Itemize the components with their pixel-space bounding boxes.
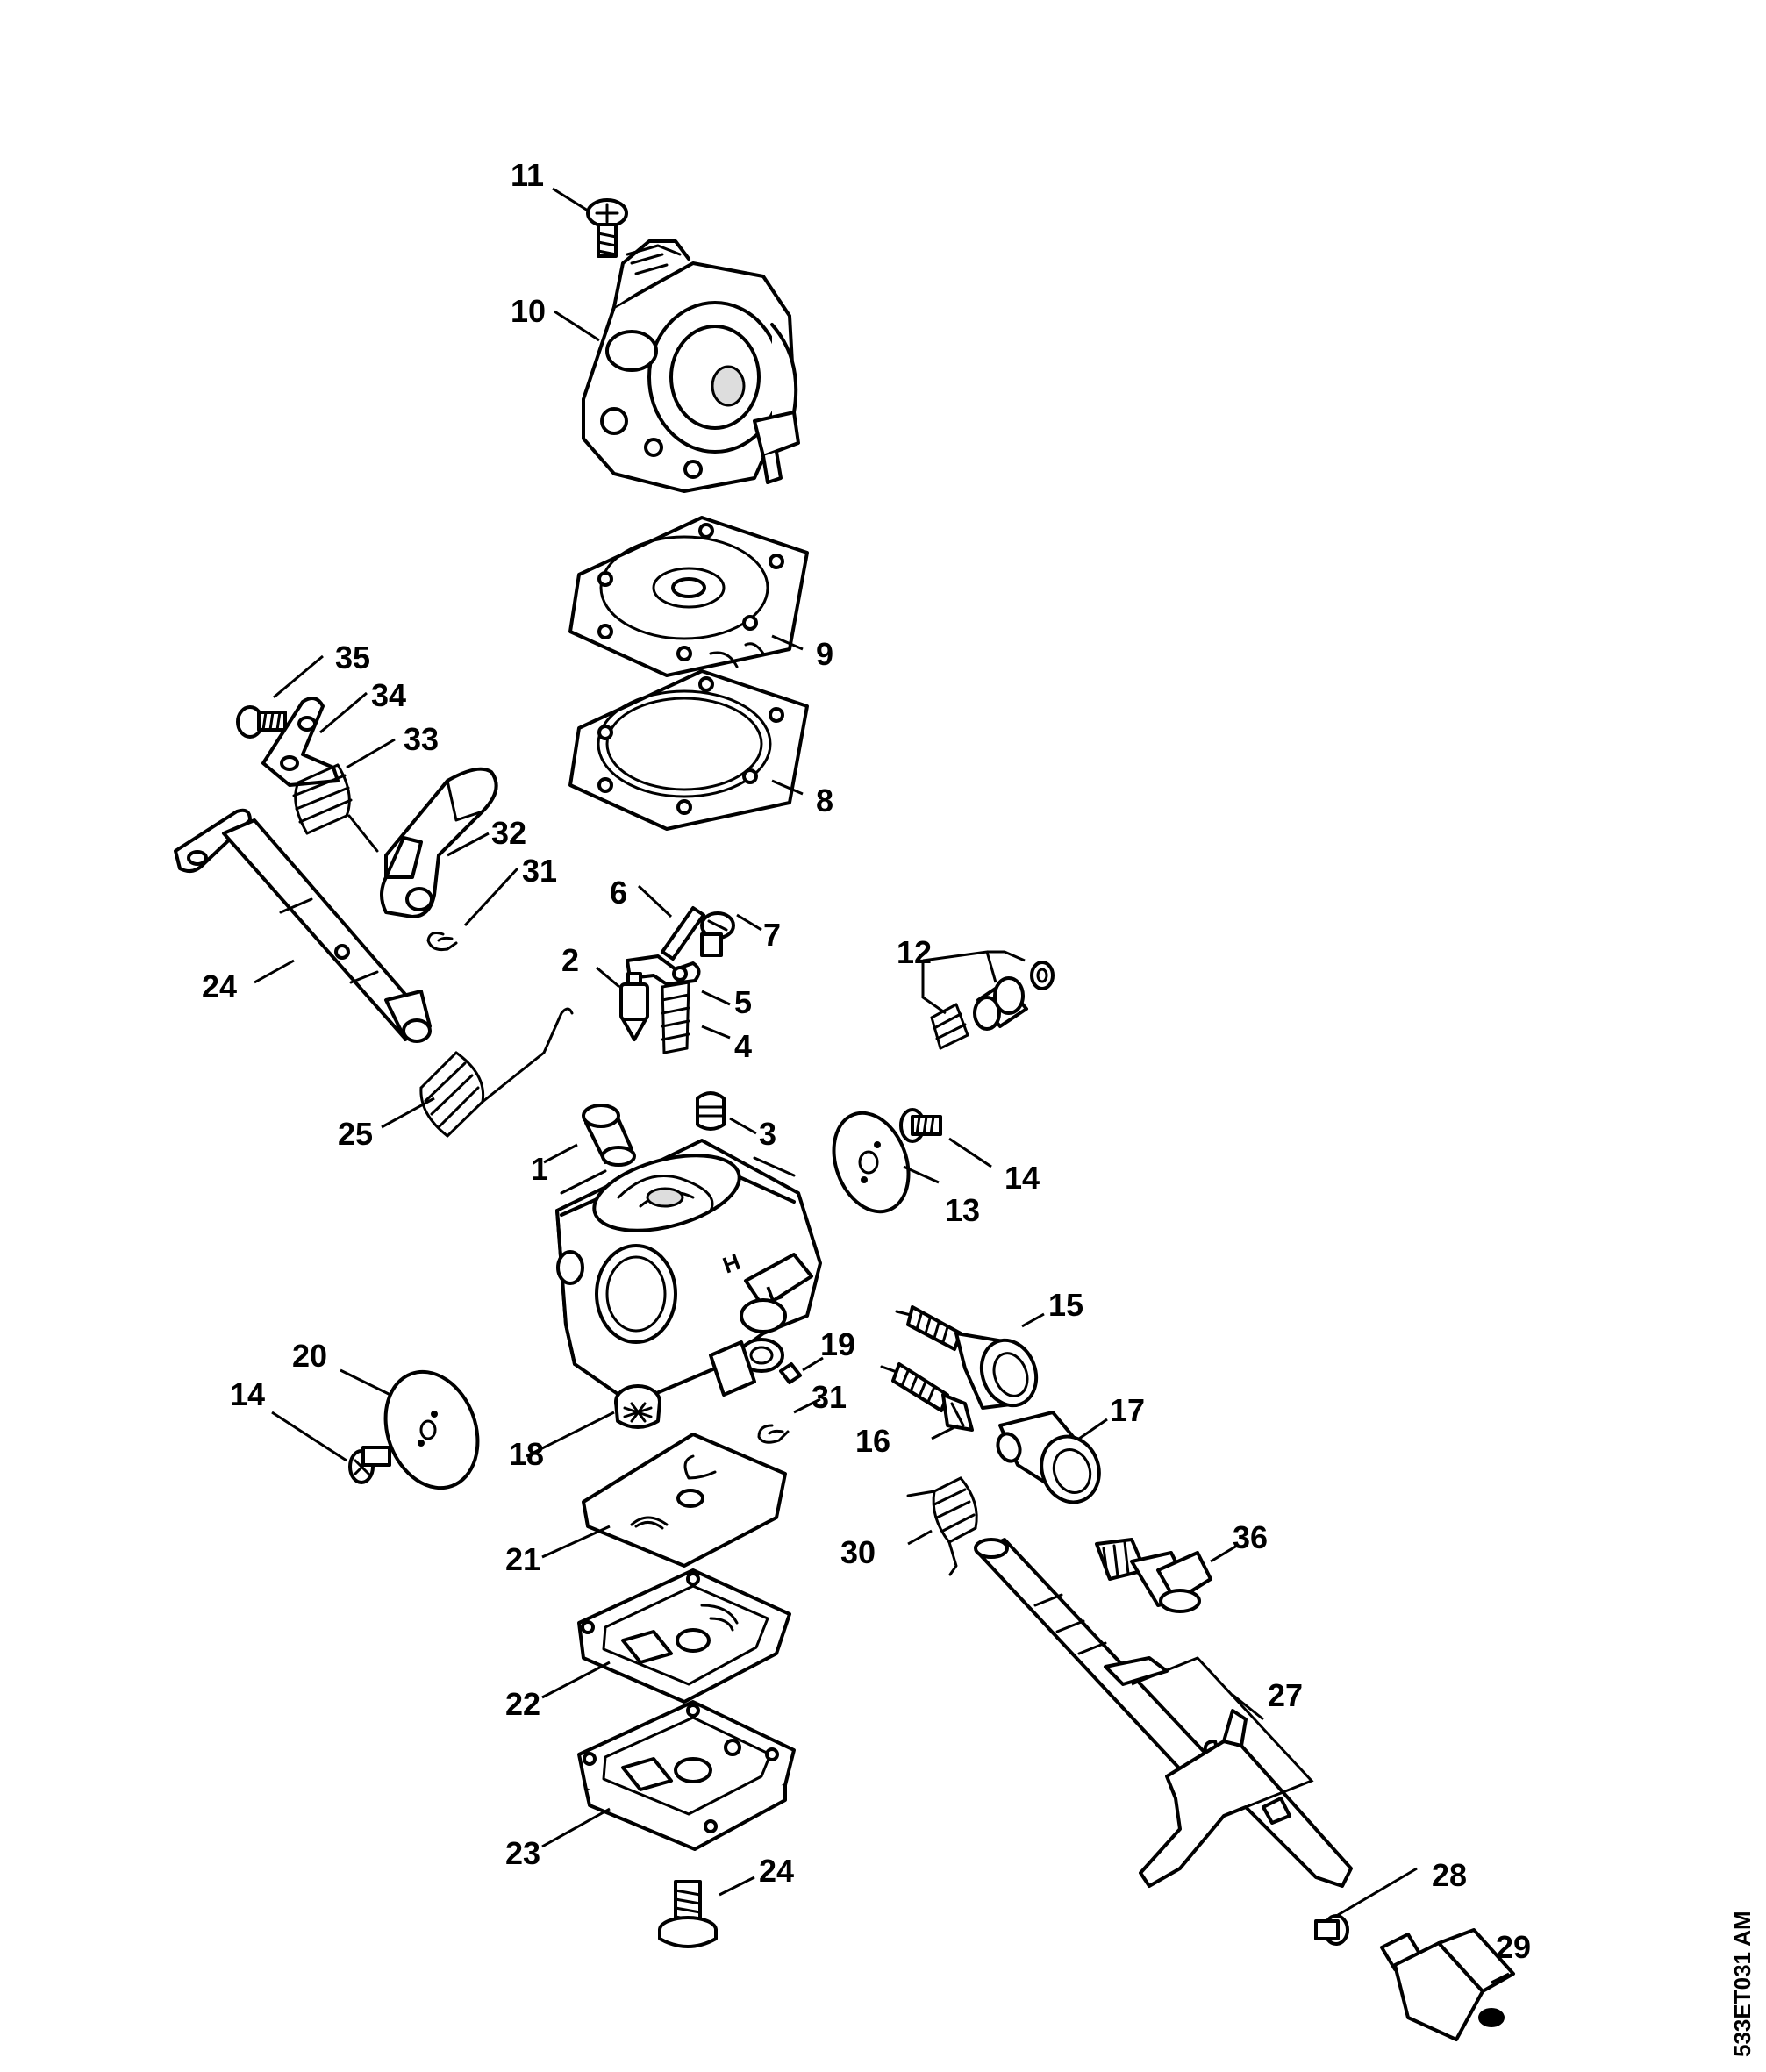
part-choke-shaft-27 <box>974 1538 1353 1888</box>
part-throttle-shaft-25 <box>174 808 432 1043</box>
part-plug-12 <box>930 961 1055 1050</box>
callout-16: 16 <box>855 1423 890 1459</box>
part-torsion-spring-26 <box>419 1007 574 1138</box>
callout-19: 19 <box>820 1326 855 1362</box>
callout-29: 29 <box>1496 1929 1531 1965</box>
part-housing-10 <box>582 239 800 493</box>
part-limiter-cap-17 <box>996 1411 1101 1504</box>
callout-31a: 31 <box>522 853 557 889</box>
drawing-reference-code: 533ET031 AM <box>1729 1911 1755 2057</box>
callout-34: 34 <box>371 677 406 713</box>
callout-1: 1 <box>531 1151 548 1187</box>
callout-4: 4 <box>734 1028 752 1064</box>
callout-21: 21 <box>505 1541 540 1577</box>
callout-17: 17 <box>1110 1392 1145 1428</box>
part-clip-31a <box>426 932 458 951</box>
callout-25: 24 <box>202 968 237 1004</box>
part-pin-6 <box>661 906 705 961</box>
callout-7: 7 <box>763 917 781 953</box>
part-screw-14a <box>899 1108 942 1143</box>
part-knob-29 <box>1380 1928 1515 2041</box>
callout-20: 20 <box>292 1338 327 1374</box>
part-screw-11 <box>586 198 628 258</box>
part-plug-19 <box>779 1362 802 1384</box>
callout-31b: 31 <box>812 1379 847 1415</box>
callout-14a: 14 <box>1005 1160 1040 1196</box>
callout-2: 2 <box>561 942 579 978</box>
callout-10: 10 <box>511 293 546 329</box>
part-screw-7 <box>700 911 735 957</box>
part-inlet-needle-2 <box>619 972 649 1041</box>
part-plug-screw-3 <box>696 1091 726 1131</box>
part-carburetor-body: H L <box>555 1139 822 1405</box>
callout-33: 33 <box>404 721 439 757</box>
callout-18: 18 <box>509 1436 544 1472</box>
part-screw-28 <box>1314 1914 1349 1946</box>
leader-lines <box>254 187 1510 1984</box>
callout-36: 36 <box>1233 1519 1268 1555</box>
part-end-cover-23 <box>577 1700 796 1851</box>
part-throttle-lever-32 <box>380 767 498 918</box>
part-screw-24 <box>658 1880 718 1948</box>
part-adjusting-screw-15 <box>895 1305 1039 1410</box>
callout-8: 8 <box>816 782 833 818</box>
callout-14b: 14 <box>230 1376 265 1412</box>
part-adjusting-screw-36 <box>1095 1538 1212 1613</box>
callout-15: 15 <box>1048 1287 1083 1323</box>
callout-26: 25 <box>338 1116 373 1152</box>
part-adjusting-screw-16 <box>880 1362 974 1432</box>
part-control-lever-5 <box>626 954 701 986</box>
part-spring-4 <box>661 981 690 1054</box>
callout-3: 3 <box>759 1116 776 1152</box>
callout-27: 27 <box>1268 1677 1303 1713</box>
part-spring-33 <box>292 763 379 853</box>
part-diaphragm-9 <box>568 516 809 677</box>
callout-12: 12 <box>897 934 932 970</box>
part-throttle-plate-13 <box>832 1111 911 1214</box>
part-gasket-22 <box>577 1568 791 1704</box>
callout-22: 22 <box>505 1686 540 1722</box>
part-strainer-18 <box>614 1384 661 1429</box>
part-diaphragm-21 <box>582 1433 787 1568</box>
part-gasket-8 <box>568 669 809 831</box>
part-plate-20 <box>383 1369 480 1490</box>
part-screw-14b <box>348 1446 391 1484</box>
callout-6: 6 <box>610 875 627 911</box>
callout-28: 28 <box>1432 1857 1467 1893</box>
part-cap-1 <box>582 1104 636 1167</box>
callout-5: 5 <box>734 984 752 1020</box>
callout-32: 32 <box>491 815 526 851</box>
callout-labels: 11 10 9 8 35 34 33 32 31 6 7 2 5 4 12 24… <box>202 157 1531 1965</box>
part-clip-31b <box>757 1424 790 1444</box>
part-lever-34 <box>261 697 340 787</box>
callout-11: 11 <box>511 157 544 193</box>
callout-30: 30 <box>840 1534 876 1570</box>
callout-24: 24 <box>759 1853 794 1889</box>
part-spring-30 <box>906 1476 978 1576</box>
part-screw-35 <box>236 705 287 739</box>
callout-35: 35 <box>335 639 370 675</box>
callout-13: 13 <box>945 1192 980 1228</box>
callout-9: 9 <box>816 636 833 672</box>
callout-23: 23 <box>505 1835 540 1871</box>
